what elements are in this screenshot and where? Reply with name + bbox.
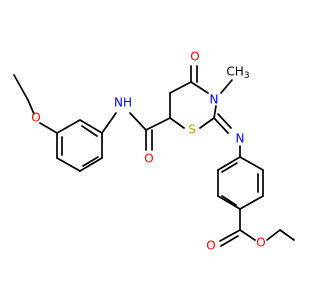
atom-methyl: CH3 [226,65,249,81]
atom-amide-oxygen: O [144,152,153,166]
atom-ether-oxygen: O [31,111,40,125]
bond-lines [13,65,295,247]
atom-ring-nitrogen: N [210,93,219,107]
atom-ester-carbonyl-oxygen: O [206,239,215,253]
atom-ketone-oxygen: O [190,50,199,64]
atom-sulfur: S [188,123,196,137]
atom-imine-nitrogen: N [236,132,245,146]
atom-ester-oxygen: O [256,236,265,250]
molecule-svg: O NH O S N N O CH3 O O [13,50,295,253]
methyl-subscript: 3 [244,71,250,81]
structure-diagram: O NH O S N N O CH3 O O [13,50,295,253]
atom-amide-nh: NH [114,96,132,110]
